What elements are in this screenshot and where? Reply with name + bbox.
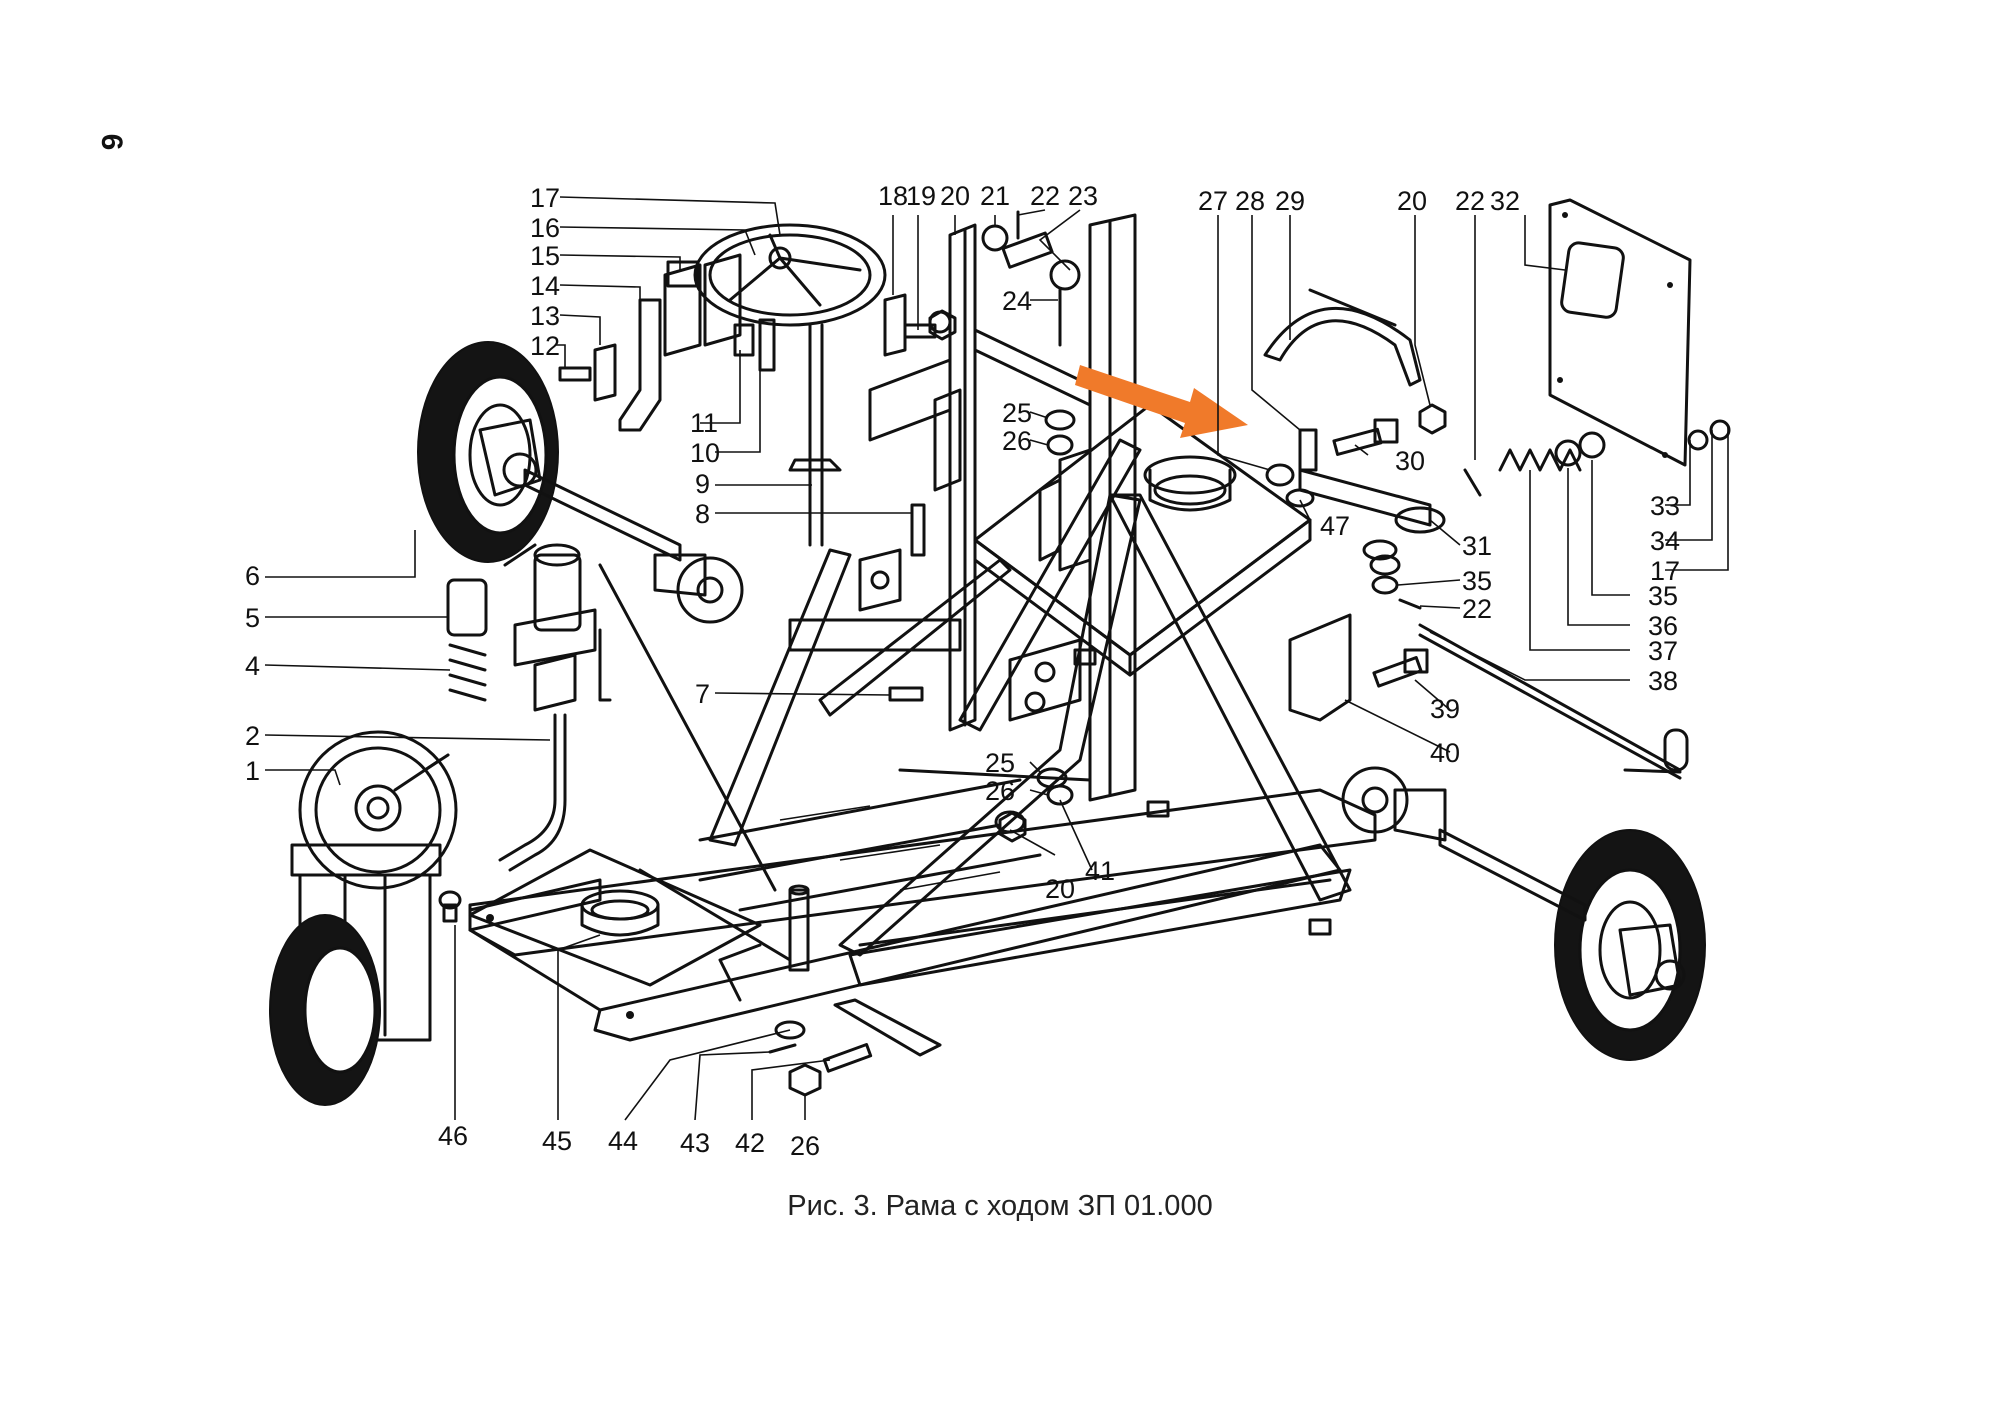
right-wheel-assembly — [1341, 766, 1706, 1061]
callout-13: 13 — [530, 301, 560, 331]
callout-14: 14 — [530, 271, 560, 301]
callout-36: 36 — [1648, 611, 1678, 641]
callout-15: 15 — [530, 241, 560, 271]
callout-41: 41 — [1085, 856, 1115, 886]
callout-26: 26 — [1002, 426, 1032, 456]
callout-30: 30 — [1395, 446, 1425, 476]
callout-1: 1 — [245, 756, 260, 786]
callout-20: 20 — [940, 181, 970, 211]
callout-35: 35 — [1648, 581, 1678, 611]
callout-5: 5 — [245, 603, 260, 633]
callout-4: 4 — [245, 651, 260, 681]
small-parts — [438, 198, 1731, 1097]
callout-34: 34 — [1650, 526, 1680, 556]
callout-27: 27 — [1198, 186, 1228, 216]
callout-31: 31 — [1462, 531, 1492, 561]
callout-10: 10 — [690, 438, 720, 468]
callout-35: 35 — [1462, 566, 1492, 596]
callout-25: 25 — [1002, 398, 1032, 428]
callout-44: 44 — [608, 1126, 638, 1156]
caster-wheel-assembly — [269, 730, 458, 1106]
callout-21: 21 — [980, 181, 1010, 211]
callout-11: 11 — [690, 408, 718, 438]
leader-lines — [264, 196, 1729, 1121]
callout-42: 42 — [735, 1128, 765, 1158]
callout-17: 17 — [1650, 556, 1680, 586]
callout-16: 16 — [530, 213, 560, 243]
callout-24: 24 — [1002, 286, 1032, 316]
callout-23: 23 — [1068, 181, 1098, 211]
callout-17: 17 — [530, 183, 560, 213]
callout-2: 2 — [245, 721, 260, 751]
callout-9: 9 — [695, 469, 710, 499]
callout-22: 22 — [1455, 186, 1485, 216]
callout-19: 19 — [906, 181, 936, 211]
callout-6: 6 — [245, 561, 260, 591]
highlight-arrow — [1075, 365, 1248, 438]
callout-8: 8 — [695, 499, 710, 529]
callout-45: 45 — [542, 1126, 572, 1156]
callout-labels: 17 16 15 14 13 12 11 10 9 8 6 5 4 2 1 7 … — [245, 181, 1680, 1161]
callout-32: 32 — [1490, 186, 1520, 216]
callout-37: 37 — [1648, 636, 1678, 666]
callout-47: 47 — [1320, 511, 1350, 541]
callout-25: 25 — [985, 748, 1015, 778]
callout-29: 29 — [1275, 186, 1305, 216]
callout-26: 26 — [790, 1131, 820, 1161]
callout-22: 22 — [1462, 594, 1492, 624]
callout-20: 20 — [1397, 186, 1427, 216]
callout-39: 39 — [1430, 694, 1460, 724]
callout-22: 22 — [1030, 181, 1060, 211]
callout-20: 20 — [1045, 874, 1075, 904]
callout-33: 33 — [1650, 491, 1680, 521]
callout-7: 7 — [695, 679, 710, 709]
frame — [468, 213, 1377, 1042]
figure-caption: Рис. 3. Рама с ходом ЗП 01.000 — [787, 1190, 1213, 1222]
callout-40: 40 — [1430, 738, 1460, 768]
callout-28: 28 — [1235, 186, 1265, 216]
callout-38: 38 — [1648, 666, 1678, 696]
callout-26: 26 — [985, 776, 1015, 806]
callout-18: 18 — [878, 181, 908, 211]
left-wheel-assembly — [417, 341, 744, 624]
callout-43: 43 — [680, 1128, 710, 1158]
callout-12: 12 — [530, 331, 560, 361]
page-number: 6 — [95, 134, 128, 151]
callout-46: 46 — [438, 1121, 468, 1151]
